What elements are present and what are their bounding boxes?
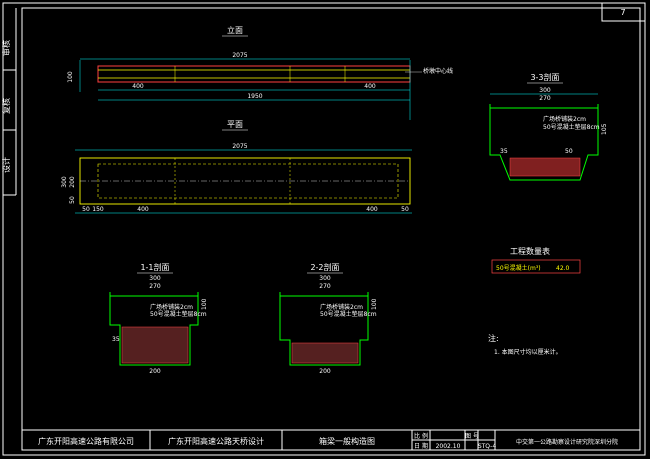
notes-heading: 注: — [488, 333, 499, 343]
section-3-3-view: 3-3剖面 300 270 广场桥铺装2cm 50号混凝土垫层8cm 35 50… — [489, 72, 608, 181]
side-label-design: 设计 — [1, 157, 11, 173]
section33-dim-inner: 270 — [539, 95, 551, 102]
section-1-1-view: 1-1剖面 300 270 广场桥铺装2cm 50号混凝土垫层8cm 35 20… — [109, 262, 208, 375]
quantity-table: 工程数量表 50号混凝土(m³) 42.0 — [491, 246, 581, 274]
plan-dim-w1: 50 — [82, 206, 90, 213]
quantity-table-value: 42.0 — [556, 265, 570, 272]
plan-dim-left-seg: 400 — [137, 206, 149, 213]
title-designer: 中交第一公路勘察设计研究院深圳分院 — [516, 438, 618, 446]
section11-dim-bottom: 200 — [149, 368, 161, 375]
elevation-view: 立面 2075 100 400 400 1950 桥墩中心线 — [67, 25, 453, 120]
title-drawing-no-value: STQ-4 — [478, 443, 497, 450]
section33-note-1: 广场桥铺装2cm — [543, 115, 586, 123]
section22-outline — [279, 292, 369, 366]
section11-note-1: 广场桥铺装2cm — [150, 303, 193, 311]
section-2-2-view: 2-2剖面 300 270 广场桥铺装2cm 50号混凝土垫层8cm 200 1… — [279, 262, 378, 375]
title-owner: 广东开阳高速公路有限公司 — [38, 436, 134, 446]
section11-dim-left: 35 — [112, 336, 120, 343]
section33-outline — [489, 104, 599, 181]
plan-dim-h2: 200 — [69, 176, 76, 188]
side-label-check: 复核 — [1, 98, 11, 114]
section33-dim-h: 105 — [601, 123, 608, 135]
section33-hatch — [509, 157, 581, 177]
plan-dim-right-seg: 400 — [366, 206, 378, 213]
section22-title: 2-2剖面 — [310, 262, 339, 272]
title-drawing: 箱梁一般构造图 — [319, 436, 375, 446]
plan-view: 平面 2075 300 200 50 50 150 400 400 50 — [61, 120, 412, 214]
title-project: 广东开阳高速公路天桥设计 — [168, 436, 264, 446]
section22-hatch — [291, 342, 359, 364]
section11-hatch — [121, 326, 189, 364]
notes-item-1: 1. 本图尺寸均以厘米计。 — [494, 348, 562, 356]
side-label-review: 审核 — [1, 40, 11, 56]
elevation-pier-note: 桥墩中心线 — [423, 67, 453, 75]
plan-title: 平面 — [227, 120, 243, 129]
section22-dim-bottom: 200 — [319, 368, 331, 375]
elevation-dim-bottom: 1950 — [247, 93, 262, 100]
title-scale-label: 比 例 — [414, 432, 428, 440]
plan-dim-w2: 150 — [92, 206, 104, 213]
elevation-dim-left-seg: 400 — [132, 83, 144, 90]
section33-dim-left: 35 — [500, 148, 508, 155]
section33-title: 3-3剖面 — [530, 72, 559, 82]
section11-outline — [109, 292, 199, 366]
section22-note-1: 广场桥铺装2cm — [320, 303, 363, 311]
section22-dim-top: 300 — [319, 275, 331, 282]
section11-dim-top: 300 — [149, 275, 161, 282]
section11-dim-h: 100 — [201, 298, 208, 310]
section22-dim-inner: 270 — [319, 283, 331, 290]
section33-dim-top: 300 — [539, 87, 551, 94]
quantity-table-item: 50号混凝土(m³) — [496, 264, 541, 272]
elevation-dim-overall: 2075 — [232, 52, 247, 59]
section11-title: 1-1剖面 — [140, 262, 169, 272]
section22-note-2: 50号混凝土垫层8cm — [320, 310, 377, 318]
page-number-box — [601, 2, 646, 22]
elevation-beam-outline — [97, 65, 411, 83]
plan-dim-overall: 2075 — [232, 143, 247, 150]
section22-dim-h: 100 — [371, 298, 378, 310]
title-date-value: 2002.10 — [436, 443, 461, 450]
inner-frame — [21, 7, 641, 451]
plan-dim-h3: 50 — [69, 196, 76, 204]
section33-dim-mid: 50 — [565, 148, 573, 155]
outer-frame — [2, 2, 646, 456]
plan-inner-outline — [97, 163, 399, 199]
title-date-label: 日 期 — [414, 442, 428, 450]
elevation-dim-height: 100 — [67, 71, 74, 83]
page-number: 7 — [620, 8, 625, 17]
elevation-dim-right-seg: 400 — [364, 83, 376, 90]
title-block: 广东开阳高速公路有限公司 广东开阳高速公路天桥设计 箱梁一般构造图 比 例 日 … — [22, 429, 640, 450]
elevation-title: 立面 — [227, 25, 243, 35]
title-drawing-no-label: 图 号 — [465, 433, 479, 440]
plan-dim-w3: 50 — [401, 206, 409, 213]
section33-note-2: 50号混凝土垫层8cm — [543, 123, 600, 131]
quantity-table-box — [491, 259, 581, 274]
section11-dim-inner: 270 — [149, 283, 161, 290]
section11-note-2: 50号混凝土垫层8cm — [150, 310, 207, 318]
plan-dim-h1: 300 — [61, 176, 68, 188]
quantity-table-title: 工程数量表 — [510, 246, 550, 256]
